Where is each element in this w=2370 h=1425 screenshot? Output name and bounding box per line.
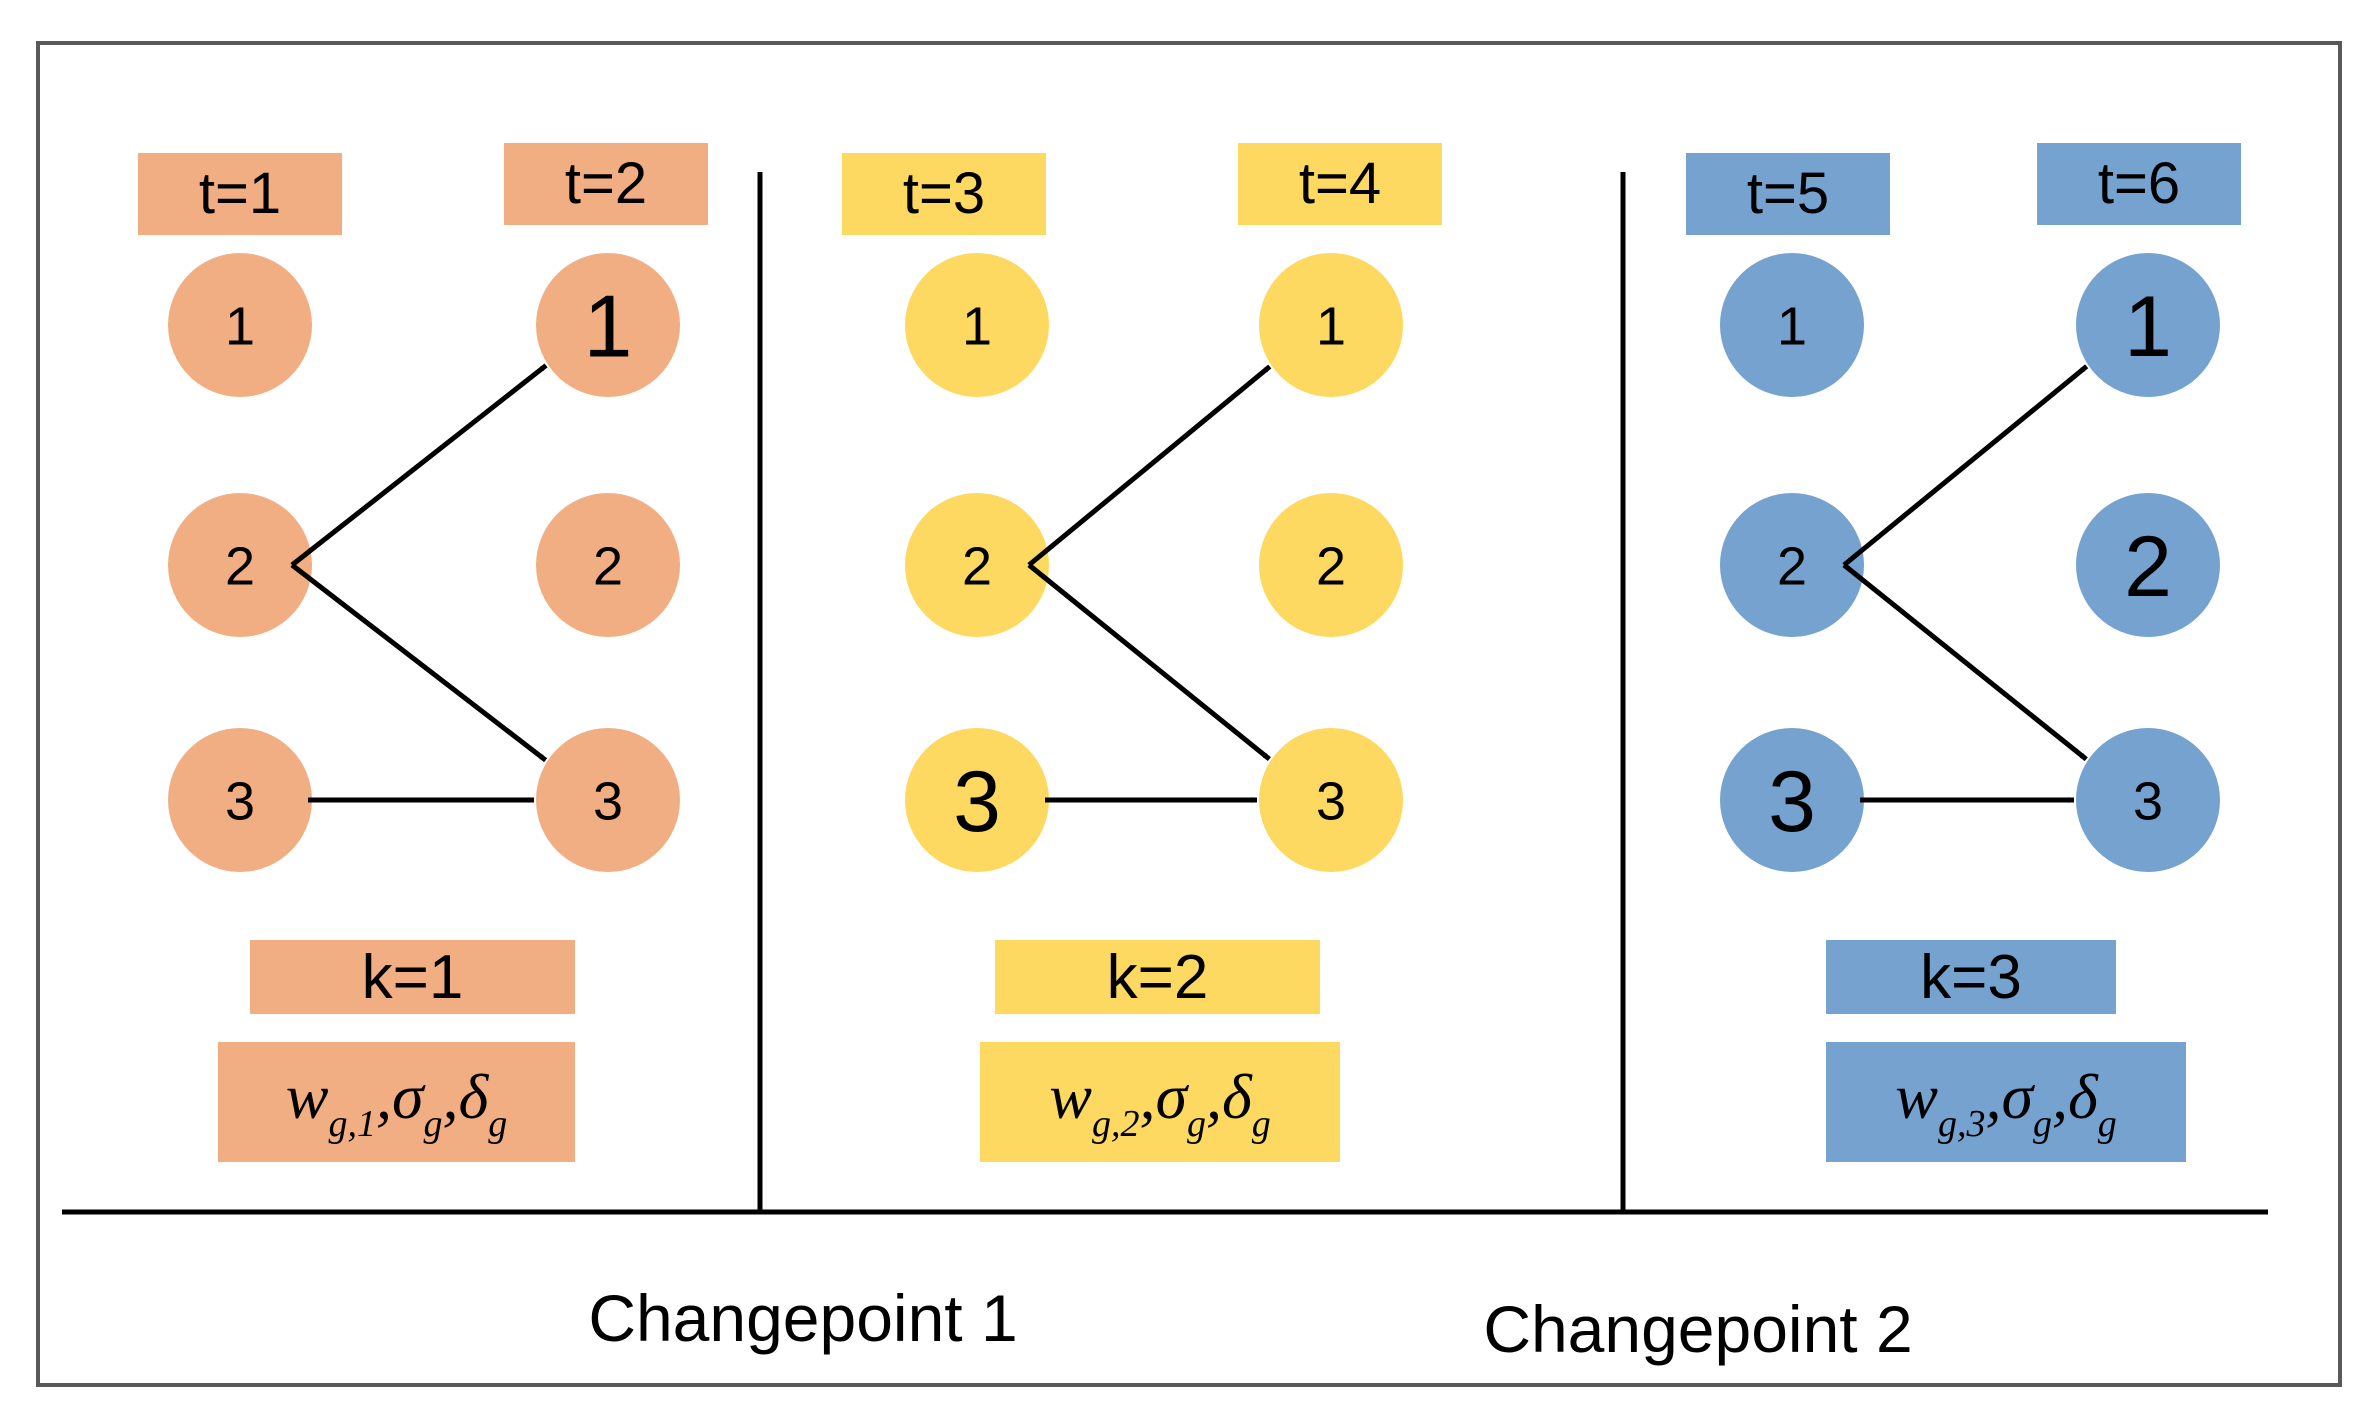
variable-node-label: 2 [1777,536,1807,596]
time-step-tag [2037,143,2241,225]
time-step-label: t=2 [565,151,647,216]
dependency-arrow [290,563,548,763]
changepoint-2-label: Changepoint 2 [1483,1292,1912,1366]
parameter-set: wg,1,σg,δg [286,1061,508,1145]
variable-node-label: 3 [1316,771,1346,831]
time-step-label: t=6 [2098,151,2180,216]
variable-node [1259,728,1403,872]
variable-node-label: 1 [1777,296,1807,356]
regime-tag [995,940,1320,1014]
time-step-tag [842,153,1046,235]
variable-node-label: 1 [584,277,633,376]
variable-node-label: 1 [1316,296,1346,356]
variable-node [536,493,680,637]
time-step-label: t=4 [1299,151,1381,216]
segment-1: t=1 1 2 3 t=2 1 2 3 k=1 wg,1,σg,δg [138,143,708,1162]
variable-node-label: 1 [225,296,255,356]
variable-node-label: 3 [2133,771,2163,831]
dependency-arrow [290,363,548,567]
segment-panels: t=1 1 2 3 t=2 1 2 3 k=1 wg,1,σg,δg t=3 1 2 3 t=4 1 2 3 k=2… [138,143,2241,1162]
variable-node-label: 3 [1768,754,1816,850]
variable-node-label: 2 [225,536,255,596]
variable-node [905,728,1049,872]
time-step-tag [138,153,342,235]
variable-node-label: 3 [225,771,255,831]
variable-node [536,728,680,872]
variable-node-label: 2 [1316,536,1346,596]
time-step-tag [1686,153,1890,235]
variable-node-label: 1 [962,296,992,356]
variable-node-label: 2 [962,536,992,596]
variable-node [2076,728,2220,872]
time-step-label: t=1 [199,161,281,226]
variable-node [1720,253,1864,397]
variable-node-label: 3 [953,754,1001,850]
dependency-arrow [1842,364,2089,567]
variable-node [168,253,312,397]
variable-node [2076,253,2220,397]
regime-label: k=1 [362,943,464,1012]
segment-3: t=5 1 2 3 t=6 1 2 3 k=3 wg,3,σg,δg [1686,143,2241,1162]
variable-node-label: 1 [2124,279,2172,375]
parameter-box [1826,1042,2186,1162]
variable-node [1259,493,1403,637]
time-step-label: t=5 [1747,161,1829,226]
parameter-set: wg,2,σg,δg [1049,1061,1271,1145]
variable-node [1720,728,1864,872]
parameter-box [980,1042,1340,1162]
parameter-box [218,1042,575,1162]
variable-node-label: 2 [2124,519,2172,615]
parameter-set: wg,3,σg,δg [1895,1061,2117,1145]
time-step-tag [504,143,708,225]
variable-node [168,728,312,872]
variable-node [168,493,312,637]
variable-node-label: 2 [593,536,623,596]
variable-node [536,253,680,397]
regime-tag [1826,940,2116,1014]
variable-node-label: 3 [593,771,623,831]
changepoint-1-label: Changepoint 1 [588,1281,1017,1355]
regime-label: k=3 [1920,943,2022,1012]
segment-2: t=3 1 2 3 t=4 1 2 3 k=2 wg,2,σg,δg [842,143,1442,1162]
variable-node [1720,493,1864,637]
time-step-tag [1238,143,1442,225]
dependency-arrow [1027,563,1271,762]
variable-node [2076,493,2220,637]
variable-node [905,493,1049,637]
regime-tag [250,940,575,1014]
variable-node [1259,253,1403,397]
diagram-frame [36,41,2342,1387]
variable-node [905,253,1049,397]
time-step-label: t=3 [903,161,985,226]
dependency-arrow [1027,364,1272,567]
regime-label: k=2 [1107,943,1209,1012]
dependency-arrow [1842,563,2088,762]
